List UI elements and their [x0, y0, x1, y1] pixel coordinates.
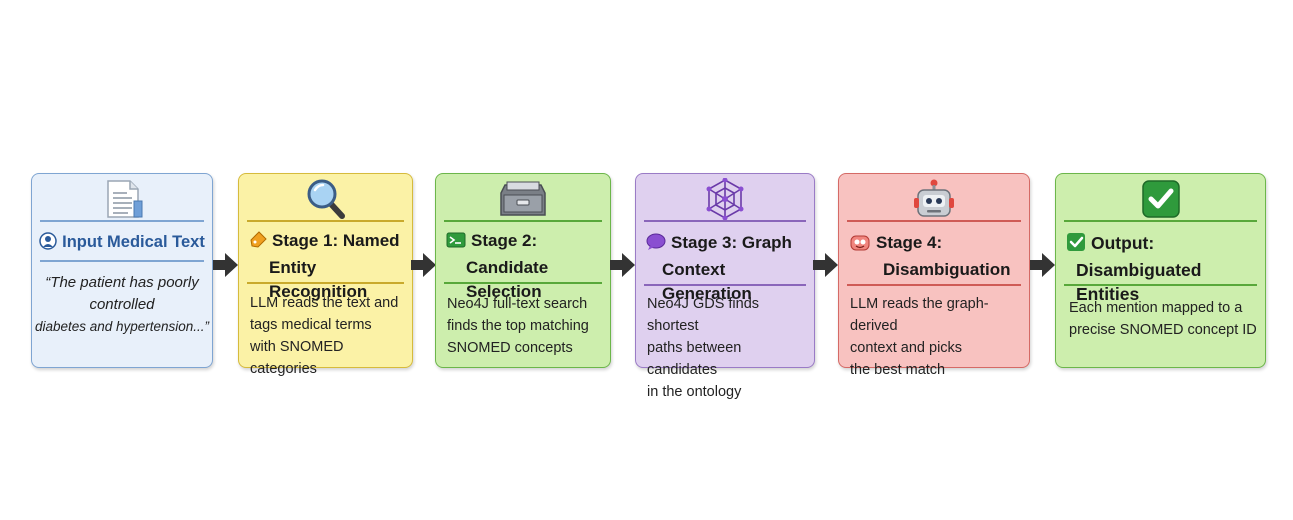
divider [1064, 284, 1257, 286]
output-title: Output: Disambiguated Entities [1060, 231, 1261, 306]
person-icon [39, 232, 57, 257]
output-description: Each mention mapped to a precise SNOMED … [1069, 297, 1259, 341]
arrow-right-icon [610, 253, 635, 277]
divider [644, 284, 806, 286]
tag-icon [249, 231, 267, 256]
stage-3-box: Stage 3: Graph Context Generation Neo4J … [635, 173, 815, 400]
check-mark-icon [1056, 178, 1265, 220]
stage-3-title-line: Stage 3: Graph [671, 233, 792, 252]
arrow-right-icon [411, 253, 436, 277]
divider [247, 220, 404, 222]
quote-line: diabetes and hypertension...” [34, 319, 210, 334]
stage-4-description: LLM reads the graph-derived context and … [850, 293, 1023, 381]
stage-4-title-line: Stage 4: [876, 233, 943, 252]
input-medical-text-box: Input Medical Text “The patient has poor… [31, 173, 213, 368]
stage-2-title-line: Stage 2: [471, 231, 538, 250]
stage-2-description: Neo4J full-text search finds the top mat… [447, 293, 604, 359]
stage-2-title: Stage 2: Candidate Selection [440, 229, 606, 304]
file-cabinet-icon [436, 178, 610, 220]
stage-3-description: Neo4J GDS finds shortest paths between c… [647, 293, 808, 403]
input-quote: “The patient has poorly controlled diabe… [34, 272, 210, 338]
desc-line: Neo4J full-text search [447, 296, 588, 312]
divider [644, 220, 806, 222]
desc-line: finds the top matching [447, 318, 589, 334]
stage-4-title-line: Disambiguation [883, 260, 1011, 279]
network-graph-icon [636, 178, 814, 220]
stage-1-title-line: Stage 1: Named [272, 231, 400, 250]
arrow-right-icon [213, 253, 238, 277]
stage-2-box: Stage 2: Candidate Selection Neo4J full-… [435, 173, 611, 368]
desc-line: precise SNOMED concept ID [1069, 322, 1257, 338]
stage-2-title-line: Candidate Selection [466, 258, 549, 301]
robot-face-icon [849, 233, 871, 258]
divider [1064, 220, 1257, 222]
desc-line: paths between candidates [647, 340, 742, 378]
input-title-text: Input Medical Text [62, 233, 205, 251]
divider [247, 282, 404, 284]
arrow-right-icon [1030, 253, 1055, 277]
divider [40, 260, 204, 262]
robot-icon [839, 178, 1029, 220]
desc-line: the best match [850, 362, 946, 378]
document-icon [32, 178, 212, 220]
desc-line: in the ontology [647, 384, 742, 400]
desc-line: with SNOMED categories [250, 339, 344, 377]
input-title: Input Medical Text [36, 230, 208, 257]
check-box-icon [1066, 232, 1086, 258]
magnifier-icon [239, 178, 412, 220]
stage-4-box: Stage 4: Disambiguation LLM reads the gr… [838, 173, 1030, 378]
output-box: Output: Disambiguated Entities Each ment… [1055, 173, 1266, 368]
stage-1-title: Stage 1: Named Entity Recognition [243, 229, 408, 304]
divider [847, 220, 1021, 222]
output-title-line: Output: [1091, 233, 1155, 253]
divider [40, 220, 204, 222]
divider [444, 282, 602, 284]
desc-line: SNOMED concepts [447, 340, 573, 356]
desc-line: tags medical terms [250, 317, 372, 333]
quote-line: controlled [89, 296, 155, 313]
output-title-line: Disambiguated Entities [1076, 260, 1202, 304]
terminal-icon [446, 231, 466, 256]
quote-line: “The patient has poorly [45, 274, 199, 291]
speech-bubble-icon [646, 233, 666, 258]
stage-1-title-line: Entity Recognition [269, 258, 368, 301]
divider [444, 220, 602, 222]
stage-3-title-line: Context Generation [662, 260, 752, 303]
desc-line: context and picks [850, 340, 963, 356]
stage-4-title: Stage 4: Disambiguation [843, 231, 1025, 282]
desc-line: LLM reads the graph-derived [850, 296, 989, 334]
stage-3-title: Stage 3: Graph Context Generation [640, 231, 810, 306]
desc-line: Neo4J GDS finds shortest [647, 296, 760, 334]
desc-line: Each mention mapped to a [1069, 300, 1243, 316]
divider [847, 284, 1021, 286]
arrow-right-icon [813, 253, 838, 277]
stage-1-box: Stage 1: Named Entity Recognition LLM re… [238, 173, 413, 377]
stage-1-description: LLM reads the text and tags medical term… [250, 292, 406, 380]
desc-line: LLM reads the text and [250, 295, 399, 311]
